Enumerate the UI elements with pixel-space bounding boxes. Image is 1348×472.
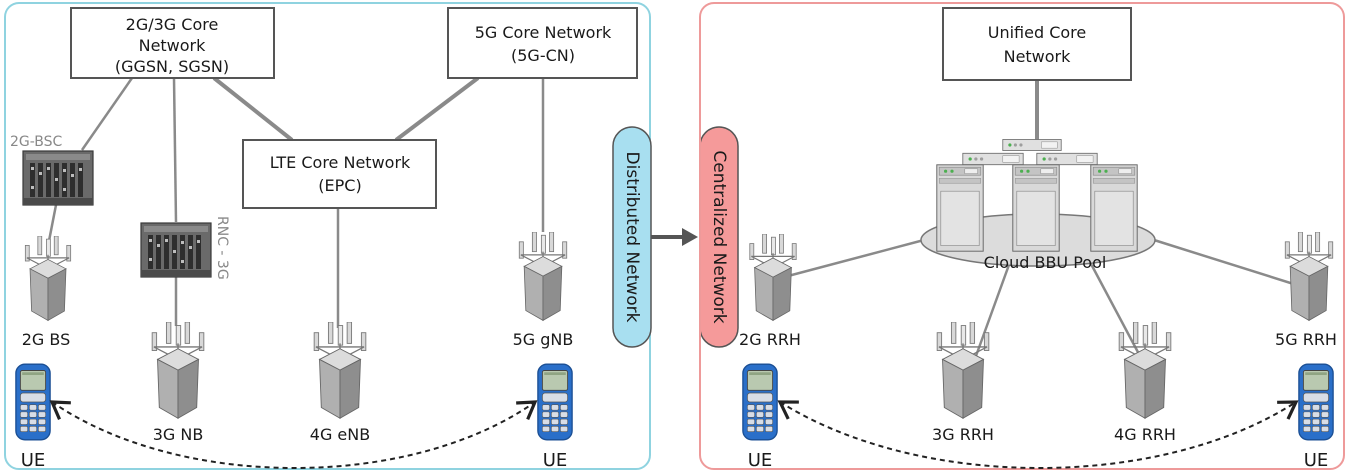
rrh-5g-tower-icon bbox=[1284, 232, 1334, 322]
distributed-links bbox=[46, 76, 545, 328]
unified-core-line2: Network bbox=[1004, 47, 1072, 66]
rnc-label: RNC - 3G bbox=[214, 216, 230, 280]
core-lte-line1: LTE Core Network bbox=[270, 153, 411, 172]
centralized-panel-border bbox=[699, 2, 1345, 470]
ue-right-label: UE bbox=[1304, 450, 1329, 471]
distributed-pill: Distributed Network bbox=[612, 126, 652, 348]
bbu-pool: Cloud BBU Pool bbox=[920, 139, 1156, 272]
rrh-3g-tower-icon bbox=[936, 322, 990, 419]
bbu-pool-label: Cloud BBU Pool bbox=[984, 253, 1107, 272]
core-2g3g-line3: (GGSN, SGSN) bbox=[115, 57, 229, 76]
core-2g3g-node: 2G/3G Core Network (GGSN, SGSN) bbox=[70, 7, 275, 79]
core-5g-node: 5G Core Network (5G-CN) bbox=[447, 7, 638, 79]
tower-2g-label: 2G BS bbox=[22, 330, 71, 349]
core-2g3g-line2: Network bbox=[139, 36, 207, 55]
ue-left-phone-icon bbox=[742, 363, 778, 441]
rnc-rack-icon bbox=[140, 222, 212, 278]
core-5g-line1: 5G Core Network bbox=[475, 23, 612, 42]
ue-right-label: UE bbox=[543, 450, 568, 471]
tower-4g-label: 4G eNB bbox=[310, 425, 370, 444]
server-unit-icon bbox=[962, 152, 1024, 166]
server-icon bbox=[1012, 164, 1060, 252]
ue-left-phone-icon bbox=[15, 363, 51, 441]
unified-core-line1: Unified Core bbox=[988, 23, 1087, 42]
core-lte-line2: (EPC) bbox=[318, 176, 361, 195]
core-lte-node: LTE Core Network (EPC) bbox=[242, 139, 437, 209]
core-5g-line2: (5G-CN) bbox=[511, 46, 575, 65]
rrh-4g-tower-icon bbox=[1118, 322, 1172, 419]
server-icon bbox=[1090, 164, 1138, 252]
ue-handover-arrow bbox=[777, 400, 1299, 469]
rrh-5g-label: 5G RRH bbox=[1275, 330, 1337, 349]
server-unit-icon bbox=[1036, 152, 1098, 166]
centralized-pill: Centralized Network bbox=[699, 126, 739, 348]
rrh-3g-label: 3G RRH bbox=[932, 425, 994, 444]
centralized-pill-label: Centralized Network bbox=[709, 150, 729, 323]
server-unit-icon bbox=[1002, 139, 1062, 151]
tower-3g-label: 3G NB bbox=[153, 425, 204, 444]
tower-5g-label: 5G gNB bbox=[513, 330, 574, 349]
ue-handover-arrow bbox=[49, 400, 538, 469]
unified-core-node: Unified Core Network bbox=[942, 7, 1132, 81]
rrh-4g-label: 4G RRH bbox=[1114, 425, 1176, 444]
ue-left-label: UE bbox=[21, 450, 46, 471]
distributed-network-panel: 2G/3G Core Network (GGSN, SGSN) 5G Core … bbox=[4, 2, 651, 471]
bsc-label: 2G-BSC bbox=[10, 134, 63, 150]
bsc-rack-icon bbox=[22, 150, 94, 206]
server-icon bbox=[936, 164, 984, 252]
centralized-network-panel: Unified Core Network Cloud BBU Pool 2G R… bbox=[699, 2, 1345, 471]
ue-left-label: UE bbox=[748, 450, 773, 471]
ue-right-phone-icon bbox=[537, 363, 573, 441]
rrh-2g-tower-icon bbox=[749, 234, 797, 322]
ue-right-phone-icon bbox=[1298, 363, 1334, 441]
rrh-2g-label: 2G RRH bbox=[739, 330, 801, 349]
right-arrow-icon bbox=[651, 228, 698, 246]
core-2g3g-line1: 2G/3G Core bbox=[126, 15, 219, 34]
distributed-pill-label: Distributed Network bbox=[622, 152, 642, 323]
